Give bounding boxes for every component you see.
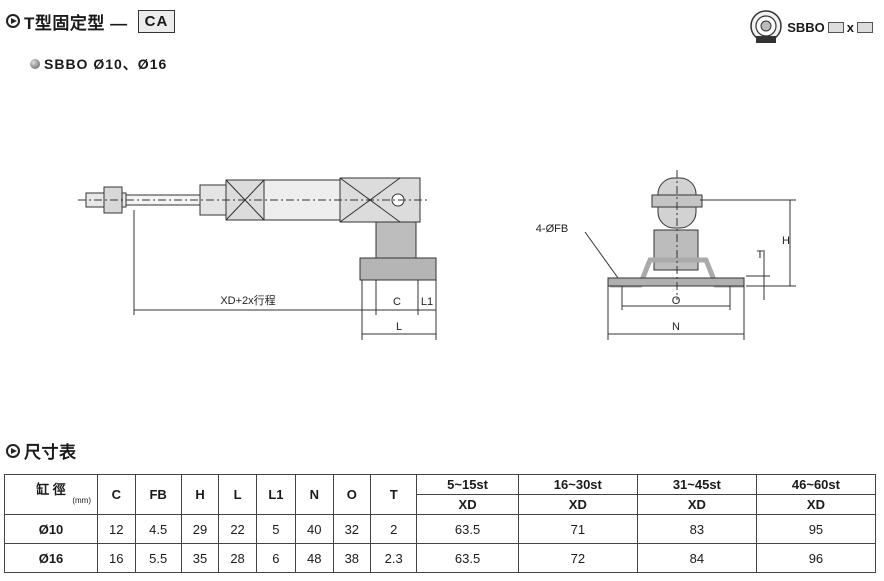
dim-l1-label: L1 bbox=[421, 296, 433, 308]
col-header-c: C bbox=[97, 474, 136, 515]
xd-cell: 96 bbox=[755, 543, 877, 573]
dim-h-label: H bbox=[782, 235, 790, 247]
xd-cell: 95 bbox=[755, 514, 877, 544]
bore-cell: Ø10 bbox=[4, 514, 98, 544]
col-header-l: L bbox=[218, 474, 257, 515]
circle-arrow-icon bbox=[6, 443, 20, 458]
dim-fb-label: 4-ØFB bbox=[536, 223, 568, 235]
stroke-range-header: 31~45st bbox=[636, 474, 757, 495]
front-view bbox=[584, 170, 796, 340]
xd-cell: 63.5 bbox=[416, 543, 519, 573]
xd-cell: 83 bbox=[636, 514, 757, 544]
order-code: SBBO x bbox=[749, 10, 876, 44]
value-cell: 5.5 bbox=[134, 543, 182, 573]
col-header-l1: L1 bbox=[255, 474, 297, 515]
order-prefix: SBBO bbox=[787, 19, 825, 35]
circle-arrow-icon bbox=[6, 14, 20, 28]
stroke-dim-label: XD+2x行程 bbox=[220, 294, 275, 307]
xd-cell: 72 bbox=[517, 543, 638, 573]
section-title: 尺寸表 bbox=[24, 443, 77, 462]
xd-header: XD bbox=[755, 494, 877, 515]
stroke-range-header: 16~30st bbox=[517, 474, 638, 495]
technical-drawing: XD+2x行程 C L1 L 4-ØFB O N T H bbox=[78, 170, 796, 340]
table-row: Ø16 16 5.5 35 28 6 48 38 2.3 63.5 72 84 … bbox=[4, 543, 877, 573]
side-view bbox=[78, 177, 437, 340]
value-cell: 4.5 bbox=[134, 514, 182, 544]
dimension-table: 缸 徑 (mm) C FB H L L1 N O T 5~15st 16~30s… bbox=[4, 474, 877, 573]
xd-header: XD bbox=[416, 494, 519, 515]
value-cell: 28 bbox=[218, 543, 257, 573]
dim-t-label: T bbox=[757, 249, 764, 261]
value-cell: 48 bbox=[295, 543, 334, 573]
xd-header: XD bbox=[517, 494, 638, 515]
col-header-h: H bbox=[180, 474, 220, 515]
xd-cell: 84 bbox=[636, 543, 757, 573]
xd-cell: 71 bbox=[517, 514, 638, 544]
value-cell: 5 bbox=[255, 514, 297, 544]
page-header: T型固定型 — CA bbox=[6, 8, 176, 34]
bullet-icon bbox=[30, 59, 40, 69]
value-cell: 16 bbox=[97, 543, 136, 573]
value-cell: 6 bbox=[255, 543, 297, 573]
table-row: Ø10 12 4.5 29 22 5 40 32 2 63.5 71 83 95 bbox=[4, 514, 877, 544]
col-header-t: T bbox=[370, 474, 418, 515]
stroke-range-header: 46~60st bbox=[755, 474, 877, 495]
col-header-n: N bbox=[295, 474, 334, 515]
value-cell: 29 bbox=[180, 514, 220, 544]
bore-cell: Ø16 bbox=[4, 543, 98, 573]
dim-l-label: L bbox=[396, 321, 402, 333]
bore-slot bbox=[827, 21, 844, 33]
dimension-section-header: 尺寸表 bbox=[6, 438, 77, 463]
xd-cell: 63.5 bbox=[416, 514, 519, 544]
dim-n-label: N bbox=[672, 321, 680, 333]
xd-header: XD bbox=[636, 494, 757, 515]
bore-header: 缸 徑 (mm) bbox=[4, 474, 98, 515]
series-subtitle: SBBO Ø10、Ø16 bbox=[30, 54, 167, 74]
value-cell: 2 bbox=[370, 514, 418, 544]
value-cell: 32 bbox=[332, 514, 372, 544]
dim-o-label: O bbox=[672, 295, 681, 307]
stroke-slot bbox=[857, 21, 873, 33]
model-code-badge: CA bbox=[137, 9, 176, 33]
value-cell: 38 bbox=[332, 543, 372, 573]
dim-c-label: C bbox=[393, 296, 401, 308]
subtitle-text: SBBO Ø10、Ø16 bbox=[44, 56, 168, 72]
bore-unit: (mm) bbox=[72, 496, 91, 506]
page-title: T型固定型 — bbox=[24, 13, 128, 33]
value-cell: 2.3 bbox=[370, 543, 418, 573]
stroke-range-header: 5~15st bbox=[416, 474, 519, 495]
bore-header-label: 缸 徑 bbox=[36, 481, 66, 497]
value-cell: 40 bbox=[295, 514, 334, 544]
col-header-fb: FB bbox=[134, 474, 182, 515]
value-cell: 35 bbox=[180, 543, 220, 573]
cylinder-logo-icon bbox=[750, 10, 782, 43]
order-separator: x bbox=[846, 19, 854, 35]
value-cell: 22 bbox=[218, 514, 257, 544]
value-cell: 12 bbox=[97, 514, 136, 544]
col-header-o: O bbox=[332, 474, 372, 515]
